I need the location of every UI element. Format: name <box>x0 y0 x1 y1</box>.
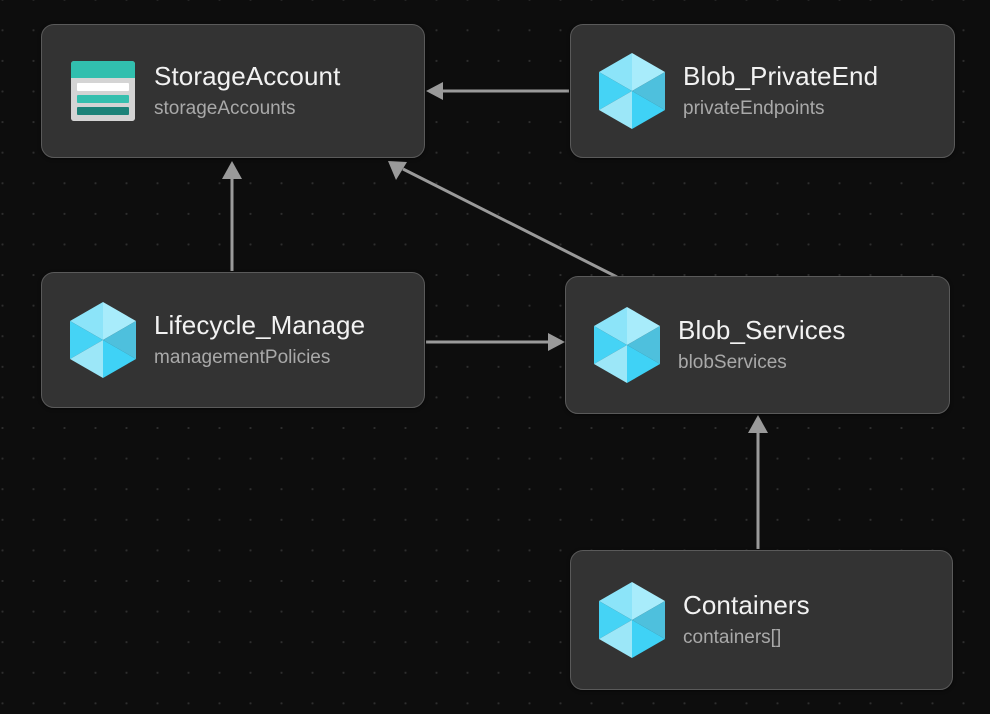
node-label-group: Lifecycle_Manage managementPolicies <box>154 310 365 369</box>
node-containers[interactable]: Containers containers[] <box>570 550 953 690</box>
resource-cube-icon <box>588 306 666 384</box>
node-title: Containers <box>683 590 810 621</box>
node-title: Blob_PrivateEnd <box>683 61 879 92</box>
node-label-group: Containers containers[] <box>683 590 810 649</box>
edge-containers-to-blob-services <box>748 415 768 549</box>
edge-lifecycle-to-storage-account <box>222 161 242 271</box>
node-title: StorageAccount <box>154 61 341 92</box>
resource-cube-icon <box>593 52 671 130</box>
node-label-group: Blob_Services blobServices <box>678 315 846 374</box>
node-label-group: Blob_PrivateEnd privateEndpoints <box>683 61 878 120</box>
edge-lifecycle-to-blob-services <box>426 333 565 351</box>
node-subtitle: blobServices <box>678 352 787 374</box>
node-lifecycle-management[interactable]: Lifecycle_Manage managementPolicies <box>41 272 425 408</box>
node-title: Blob_Services <box>678 315 846 346</box>
edge-blob-services-to-storage-account <box>388 161 618 279</box>
edge-private-endpoint-to-storage-account <box>426 82 569 100</box>
node-blob-services[interactable]: Blob_Services blobServices <box>565 276 950 414</box>
node-storage-account[interactable]: StorageAccount storageAccounts <box>41 24 425 158</box>
node-label-group: StorageAccount storageAccounts <box>154 61 340 120</box>
resource-cube-icon <box>593 581 671 659</box>
resource-cube-icon <box>64 301 142 379</box>
node-subtitle: managementPolicies <box>154 347 331 369</box>
storage-account-icon <box>64 52 142 130</box>
node-title: Lifecycle_Manage <box>154 310 366 341</box>
node-subtitle: containers[] <box>683 627 782 649</box>
node-subtitle: storageAccounts <box>154 98 296 120</box>
node-subtitle: privateEndpoints <box>683 98 825 120</box>
node-blob-private-endpoint[interactable]: Blob_PrivateEnd privateEndpoints <box>570 24 955 158</box>
